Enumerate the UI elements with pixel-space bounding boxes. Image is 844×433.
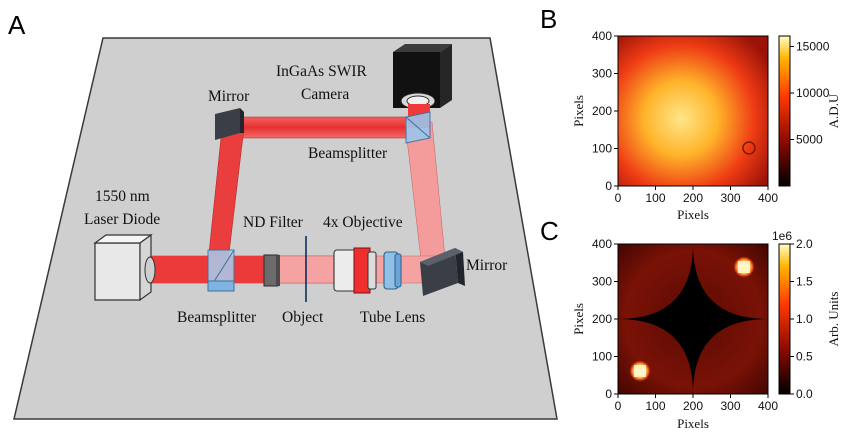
nd-filter — [263, 254, 280, 287]
beamsplitter-bottom — [207, 249, 235, 292]
image_c-xtick-label: 400 — [758, 399, 778, 413]
c-xlabel: Pixels — [677, 416, 709, 431]
image_c-xtick-label: 0 — [615, 399, 622, 413]
image_b-xtick-label: 200 — [683, 191, 703, 205]
image_b-xtick-label: 100 — [645, 191, 665, 205]
c-colorbar — [778, 243, 791, 395]
image_b-xtick-label: 300 — [720, 191, 740, 205]
image_c-ytick-label: 400 — [592, 237, 612, 251]
mirror-top-label: Mirror — [208, 88, 250, 105]
panel-a-letter: A — [8, 10, 26, 40]
dust-artifact — [742, 141, 756, 155]
mirror-right-label: Mirror — [466, 257, 508, 274]
image-c — [617, 243, 769, 395]
image_c-cbar-tick-label: 0.0 — [796, 387, 813, 401]
mirror-right — [420, 248, 465, 296]
image_b-cbar-tick-label: 15000 — [796, 40, 830, 54]
image_b-ytick-label: 400 — [592, 29, 612, 43]
image_b-ytick-label: 100 — [592, 142, 612, 156]
image_c-xtick-label: 200 — [683, 399, 703, 413]
image_b-ytick-label: 0 — [605, 179, 612, 193]
object-label: Object — [282, 309, 324, 326]
nd-filter-label: ND Filter — [243, 214, 304, 231]
b-colorbar-ticks: 5000 10000 15000 — [790, 40, 830, 147]
c-colorbar-label: Arb. Units — [826, 292, 841, 347]
beamsplitter-top-label: Beamsplitter — [308, 145, 388, 162]
mirror-top-left — [215, 108, 244, 140]
tube-lens — [383, 251, 402, 290]
panel-c-letter: C — [540, 216, 559, 246]
c-ylabel: Pixels — [571, 303, 586, 335]
image_c-cbar-tick-label: 1.5 — [796, 275, 813, 289]
objective-lens — [333, 247, 377, 294]
image_c-ytick-label: 300 — [592, 275, 612, 289]
image_c-ytick-label: 0 — [605, 387, 612, 401]
camera-label-line1: InGaAs SWIR — [276, 63, 367, 80]
image_c-cbar-tick-label: 1.0 — [796, 312, 813, 326]
b-xlabel: Pixels — [677, 207, 709, 222]
axes-c: 0 100 200 300 400 0 100 200 300 400 — [592, 237, 778, 413]
b-colorbar-label: A.D.U — [826, 93, 841, 128]
image_b-ytick-label: 200 — [592, 104, 612, 118]
image_b-xtick-label: 0 — [615, 191, 622, 205]
image_c-cbar-tick-label: 2.0 — [796, 237, 813, 251]
image_c-xtick-label: 100 — [645, 399, 665, 413]
camera-device — [393, 44, 452, 110]
c-colorbar-exponent: 1e6 — [772, 229, 792, 243]
tube-lens-label: Tube Lens — [360, 309, 425, 326]
laser-diode — [93, 233, 156, 302]
image_c-ytick-label: 200 — [592, 312, 612, 326]
beamsplitter-top — [405, 111, 431, 144]
laser-label-line1: 1550 nm — [95, 188, 150, 205]
image_b-ytick-label: 300 — [592, 67, 612, 81]
image_b-xtick-label: 400 — [758, 191, 778, 205]
laser-label-line2: Laser Diode — [84, 211, 160, 228]
axes-b: 0 100 200 300 400 0 100 200 300 400 — [592, 29, 778, 205]
objective-label: 4x Objective — [323, 214, 403, 231]
image_c-cbar-tick-label: 0.5 — [796, 350, 813, 364]
beamsplitter-bottom-label: Beamsplitter — [177, 309, 257, 326]
image-b — [617, 35, 769, 187]
panel-b-letter: B — [540, 4, 557, 34]
image_b-cbar-tick-label: 10000 — [796, 86, 830, 100]
b-ylabel: Pixels — [571, 95, 586, 127]
image_b-cbar-tick-label: 5000 — [796, 133, 823, 147]
camera-label-line2: Camera — [301, 86, 349, 103]
b-colorbar — [778, 35, 791, 187]
image_c-xtick-label: 300 — [720, 399, 740, 413]
c-colorbar-ticks: 0.0 0.5 1.0 1.5 2.0 — [790, 237, 813, 401]
astroid-shape — [618, 244, 768, 394]
image_c-ytick-label: 100 — [592, 350, 612, 364]
